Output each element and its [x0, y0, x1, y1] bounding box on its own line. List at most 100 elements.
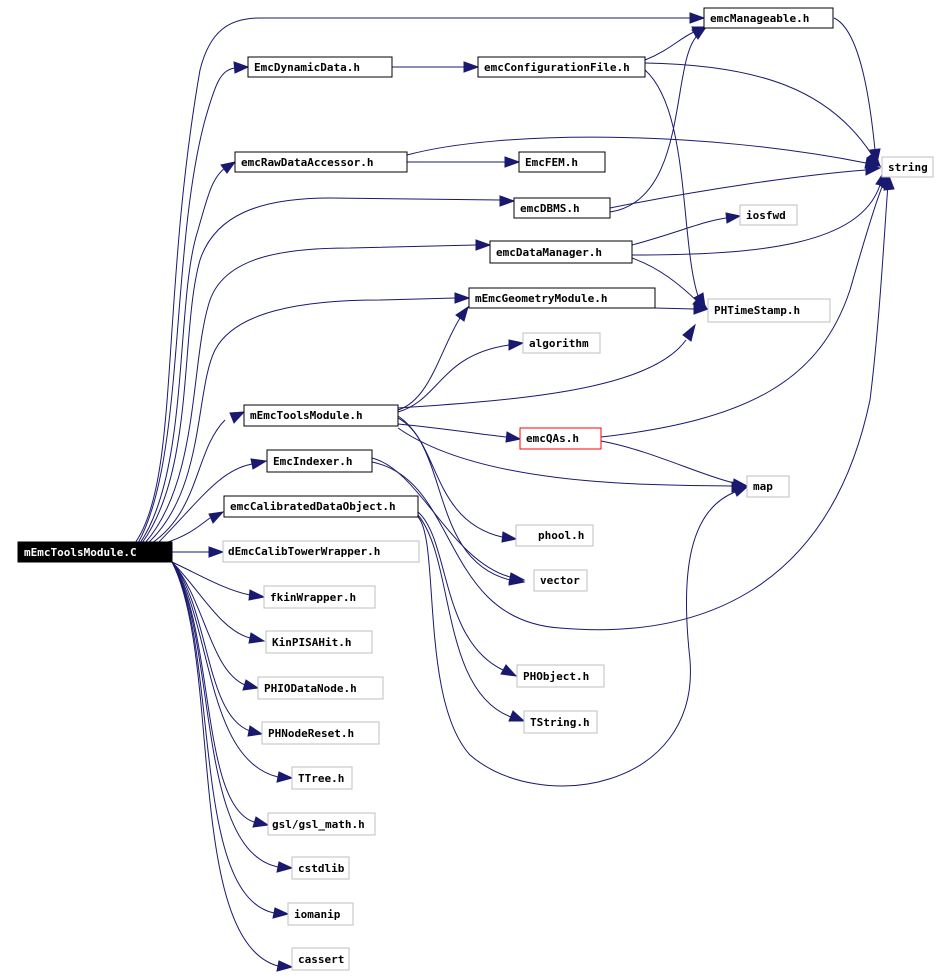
node-label: PHTimeStamp.h — [714, 304, 800, 317]
edge-emcConfigurationFile-to-PHTimeStamp — [644, 69, 699, 297]
edge-emcDataManager-to-string — [631, 184, 881, 256]
edge-emcCalibratedDataObject-to-PHObject — [417, 511, 504, 671]
edge-emcRawDataAccessor-to-string — [406, 136, 867, 164]
node-label: dEmcCalibTowerWrapper.h — [228, 545, 380, 558]
node-algorithm[interactable]: algorithm — [522, 332, 601, 354]
node-label: PHNodeReset.h — [268, 727, 354, 740]
node-label: emcDBMS.h — [520, 202, 580, 215]
edge-root-to-mEmcGeometryModule — [147, 297, 456, 544]
node-label: iomanip — [294, 908, 341, 921]
node-label: PHObject.h — [523, 670, 589, 683]
node-label: vector — [540, 574, 580, 587]
edge-root-to-gsl-math — [171, 561, 255, 823]
node-label: KinPISAHit.h — [272, 636, 351, 649]
node-label: mEmcToolsModule.h — [250, 409, 363, 422]
node-iosfwd[interactable]: iosfwd — [739, 204, 798, 226]
node-emcRawDataAccessor[interactable]: emcRawDataAccessor.h — [234, 151, 408, 173]
node-dEmcCalibTowerWrapper[interactable]: dEmcCalibTowerWrapper.h — [222, 540, 420, 563]
node-label: TString.h — [530, 716, 590, 729]
node-KinPISAHit[interactable]: KinPISAHit.h — [265, 630, 373, 654]
edge-emcConfigurationFile-to-string — [644, 62, 873, 156]
edge-emcDBMS-to-emcManageable — [609, 34, 699, 213]
node-label: TTree.h — [298, 772, 344, 785]
node-string[interactable]: string — [881, 156, 934, 178]
node-EmcDynamicData[interactable]: EmcDynamicData.h — [247, 56, 393, 78]
node-fkinWrapper[interactable]: fkinWrapper.h — [263, 585, 376, 609]
node-emcConfigurationFile[interactable]: emcConfigurationFile.h — [477, 56, 646, 78]
node-map[interactable]: map — [746, 475, 790, 498]
node-emcDataManager[interactable]: emcDataManager.h — [489, 240, 633, 264]
edge-emcCalibratedDataObject-to-map — [417, 491, 736, 787]
node-PHObject[interactable]: PHObject.h — [516, 664, 605, 688]
node-label: emcRawDataAccessor.h — [241, 156, 373, 169]
graph-nodes: mEmcToolsModule.C emcManageable.h EmcDyn… — [17, 7, 934, 971]
edge-mEmcToolsModule-h-to-algorithm — [397, 344, 510, 413]
node-label: phool.h — [538, 529, 584, 542]
edge-mEmcToolsModule-h-to-emcQAs — [397, 423, 507, 438]
node-label: cassert — [298, 953, 344, 966]
node-label: emcQAs.h — [526, 432, 579, 445]
node-label: cstdlib — [298, 862, 345, 875]
node-label: iosfwd — [746, 209, 786, 222]
node-label: emcDataManager.h — [496, 246, 602, 259]
edge-root-to-TTree — [171, 561, 279, 778]
node-label: PHIODataNode.h — [264, 682, 357, 695]
node-label: mEmcToolsModule.C — [24, 546, 137, 559]
node-label: EmcIndexer.h — [273, 455, 352, 468]
node-label: EmcDynamicData.h — [254, 61, 360, 74]
edge-root-to-emcDataManager — [144, 244, 477, 544]
node-iomanip[interactable]: iomanip — [287, 902, 354, 926]
edge-EmcIndexer-to-string — [371, 184, 889, 631]
edge-root-to-emcRawDataAccessor — [139, 167, 226, 544]
node-TString[interactable]: TString.h — [523, 710, 598, 734]
node-emcQAs[interactable]: emcQAs.h — [519, 427, 602, 450]
edge-mEmcToolsModule-h-to-mEmcGeometryModule — [397, 317, 461, 411]
node-label: map — [753, 480, 773, 493]
node-mEmcToolsModule-C[interactable]: mEmcToolsModule.C — [17, 541, 173, 563]
edge-mEmcToolsModule-h-to-map — [397, 427, 733, 487]
node-label: EmcFEM.h — [525, 156, 578, 169]
node-vector[interactable]: vector — [533, 569, 588, 592]
node-mEmcToolsModule-h[interactable]: mEmcToolsModule.h — [243, 404, 399, 427]
edge-root-to-iomanip — [171, 561, 275, 914]
edge-root-to-EmcIndexer — [157, 463, 253, 544]
node-EmcFEM[interactable]: EmcFEM.h — [518, 151, 606, 173]
edge-emcCalibratedDataObject-to-TString — [417, 514, 512, 718]
node-label: emcCalibratedDataObject.h — [230, 500, 396, 513]
edge-emcQAs-to-string — [600, 179, 886, 438]
edge-emcQAs-to-map — [600, 440, 735, 484]
node-PHNodeReset[interactable]: PHNodeReset.h — [261, 721, 380, 745]
node-TTree[interactable]: TTree.h — [291, 766, 353, 790]
node-gsl-math[interactable]: gsl/gsl_math.h — [267, 812, 376, 836]
node-PHTimeStamp[interactable]: PHTimeStamp.h — [707, 298, 831, 323]
node-cstdlib[interactable]: cstdlib — [291, 856, 350, 880]
node-cassert[interactable]: cassert — [291, 947, 350, 971]
edge-emcManageable-to-string — [833, 17, 876, 151]
edge-emcDataManager-to-PHTimeStamp — [631, 257, 698, 302]
node-emcDBMS[interactable]: emcDBMS.h — [513, 197, 611, 219]
edge-root-to-mEmcToolsModule-h — [151, 419, 226, 544]
edge-mEmcToolsModule-h-to-vector — [397, 415, 511, 581]
edge-root-to-EmcDynamicData — [137, 67, 236, 544]
node-mEmcGeometryModule[interactable]: mEmcGeometryModule.h — [468, 287, 656, 309]
node-emcCalibratedDataObject[interactable]: emcCalibratedDataObject.h — [223, 495, 419, 518]
edge-mEmcGeometryModule-to-PHTimeStamp — [654, 307, 695, 310]
node-label: fkinWrapper.h — [270, 591, 356, 604]
edge-mEmcToolsModule-h-to-PHTimeStamp — [397, 339, 687, 409]
graph-edges — [134, 12, 895, 972]
edge-root-to-emcDBMS — [141, 197, 501, 544]
edge-emcDataManager-to-iosfwd — [631, 217, 727, 246]
edge-emcDBMS-to-string — [609, 169, 867, 209]
edge-root-to-PHIODataNode — [171, 561, 246, 686]
node-label: algorithm — [529, 337, 589, 350]
edge-emcConfigurationFile-to-emcManageable — [644, 31, 695, 61]
node-emcManageable[interactable]: emcManageable.h — [703, 7, 834, 29]
node-label: string — [888, 161, 928, 174]
edge-EmcIndexer-to-vector — [371, 457, 511, 578]
node-EmcIndexer[interactable]: EmcIndexer.h — [266, 449, 373, 473]
node-PHIODataNode[interactable]: PHIODataNode.h — [257, 676, 384, 700]
node-phool[interactable]: phool.h — [515, 524, 594, 547]
edge-root-to-cstdlib — [171, 561, 279, 868]
edge-root-to-KinPISAHit — [171, 561, 251, 639]
